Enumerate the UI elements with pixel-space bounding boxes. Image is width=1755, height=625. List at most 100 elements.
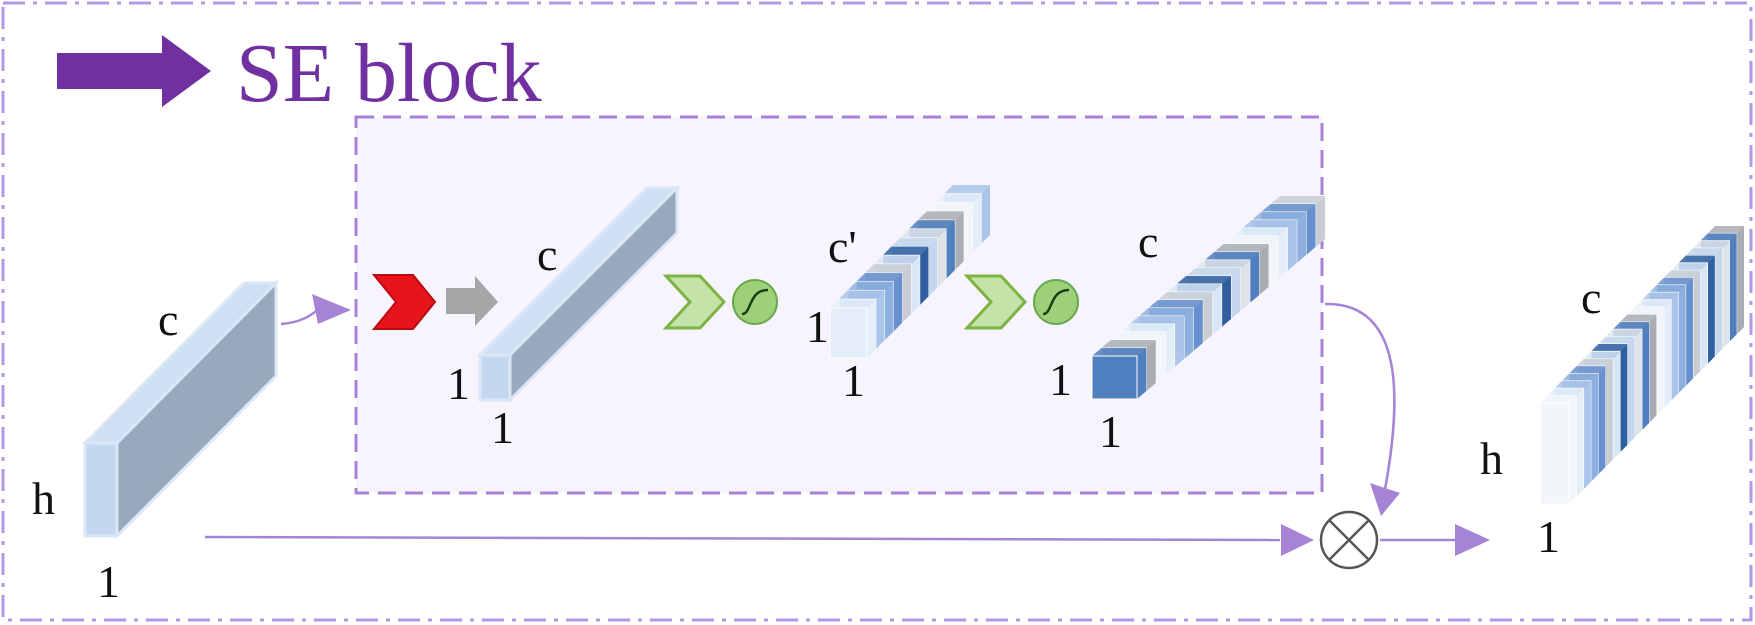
channel-slice-top <box>944 185 990 194</box>
title-arrow-icon <box>57 35 211 107</box>
channel-slice-side <box>1590 373 1599 482</box>
channel-slice-top <box>865 264 911 273</box>
channel-slice-top <box>1186 268 1241 276</box>
channel-slice-side <box>902 264 911 323</box>
channel-slice-side <box>1634 329 1642 438</box>
excited-vector <box>1091 196 1325 400</box>
channel-slice-top <box>1634 299 1672 308</box>
channel-slice-top <box>1101 340 1156 348</box>
channel-slice-top <box>909 220 955 229</box>
channel-slice-side <box>1649 314 1657 423</box>
channel-slice-top <box>1605 329 1642 337</box>
channel-slice-top <box>1576 358 1613 367</box>
channel-slice-side <box>928 237 938 297</box>
channel-slice-side <box>1174 316 1184 367</box>
channel-slice-side <box>1729 233 1737 342</box>
channel-slice-top <box>1110 332 1166 340</box>
channel-slice-top <box>1242 220 1297 228</box>
channel-slice-side <box>1287 220 1297 271</box>
channel-slice-side <box>1268 236 1278 287</box>
channel-slice-side <box>893 272 903 332</box>
channel-slice-side <box>1569 395 1577 504</box>
channel-slice-side <box>1678 285 1686 394</box>
excited-c-label: c <box>1138 216 1158 267</box>
channel-slice-top <box>1261 204 1316 212</box>
channel-slice-side <box>1605 358 1613 468</box>
channel-slice-top <box>900 228 947 238</box>
branch-arrowhead <box>312 294 351 324</box>
channel-slice-top <box>1649 285 1686 293</box>
pooled-w-label: 1 <box>491 402 514 453</box>
channel-slice-top <box>891 237 938 247</box>
output-tensor <box>1539 226 1744 505</box>
green-chevron-icon <box>963 274 1028 330</box>
channel-slice-top <box>1583 351 1621 359</box>
channel-slice-side <box>910 255 920 315</box>
channel-slice-top <box>1700 233 1737 241</box>
channel-slice-side <box>1700 262 1708 372</box>
channel-slice-side <box>1620 344 1628 453</box>
green-chevron-icon <box>662 274 727 330</box>
channel-slice-top <box>830 299 876 308</box>
channel-slice-side <box>946 220 955 279</box>
channel-slice-side <box>1296 212 1307 263</box>
channel-slice-top <box>1157 292 1213 300</box>
channel-slice-top <box>1214 244 1269 252</box>
channel-slice-side <box>1612 351 1621 460</box>
squeezed-h-label: 1 <box>806 301 829 352</box>
output-w-label: 1 <box>1537 511 1560 562</box>
channel-slice-side <box>1306 204 1316 255</box>
red-chevron-icon <box>371 274 437 330</box>
channel-slice-top <box>1251 212 1307 220</box>
channel-slice-side <box>1193 300 1203 351</box>
skip-connector <box>204 535 1281 542</box>
channel-slice-top <box>1092 348 1147 356</box>
channel-slice-top <box>1591 344 1628 352</box>
channel-slice-top <box>1620 314 1657 322</box>
channel-slice-top <box>926 202 973 212</box>
excitation-arrowhead <box>1370 483 1400 516</box>
channel-slice-side <box>1685 277 1693 386</box>
channel-slice-top <box>1569 366 1606 374</box>
channel-slice-top <box>1270 196 1325 204</box>
squeezed-w-label: 1 <box>842 355 865 406</box>
channel-slice-side <box>1722 240 1730 350</box>
output-h-label: h <box>1480 433 1503 484</box>
channel-slice-side <box>1212 284 1222 335</box>
channel-slice-side <box>1656 307 1664 416</box>
channel-slice-top <box>1656 277 1693 285</box>
channel-slice-side <box>1278 228 1288 279</box>
channel-slice-top <box>917 211 964 221</box>
channel-slice-side <box>1671 292 1679 401</box>
channel-slice-side <box>1221 276 1231 327</box>
channel-slice-side <box>1736 226 1744 335</box>
skip-arrowhead <box>1281 524 1314 556</box>
input-h-label: h <box>32 473 55 524</box>
channel-slice-side <box>1202 292 1213 343</box>
channel-slice-side <box>963 202 973 262</box>
channel-slice-top <box>1148 300 1203 308</box>
channel-slice-side <box>937 228 947 288</box>
pooled-h-label: 1 <box>447 358 470 409</box>
pooled-vector <box>476 184 681 404</box>
channel-slice-side <box>884 281 894 341</box>
grey-arrow-icon <box>446 276 498 326</box>
channel-slice-side <box>1583 380 1591 490</box>
input-tensor <box>81 279 280 540</box>
channel-slice-side <box>1598 366 1606 475</box>
channel-slice-top <box>935 193 982 203</box>
circled-times-icon <box>1319 510 1379 570</box>
channel-slice-top <box>856 272 903 282</box>
channel-slice-side <box>1249 252 1260 303</box>
channel-slice-top <box>1598 336 1635 344</box>
channel-slice-top <box>1627 307 1664 315</box>
pooled-c-label: c <box>537 229 557 280</box>
diagram-title: SE block <box>236 27 542 120</box>
channel-slice-top <box>1685 248 1723 256</box>
input-c-label: c <box>158 294 178 345</box>
excitation-connector <box>1324 302 1396 496</box>
channel-slice-top <box>1120 324 1175 332</box>
channel-slice-side <box>981 185 990 244</box>
